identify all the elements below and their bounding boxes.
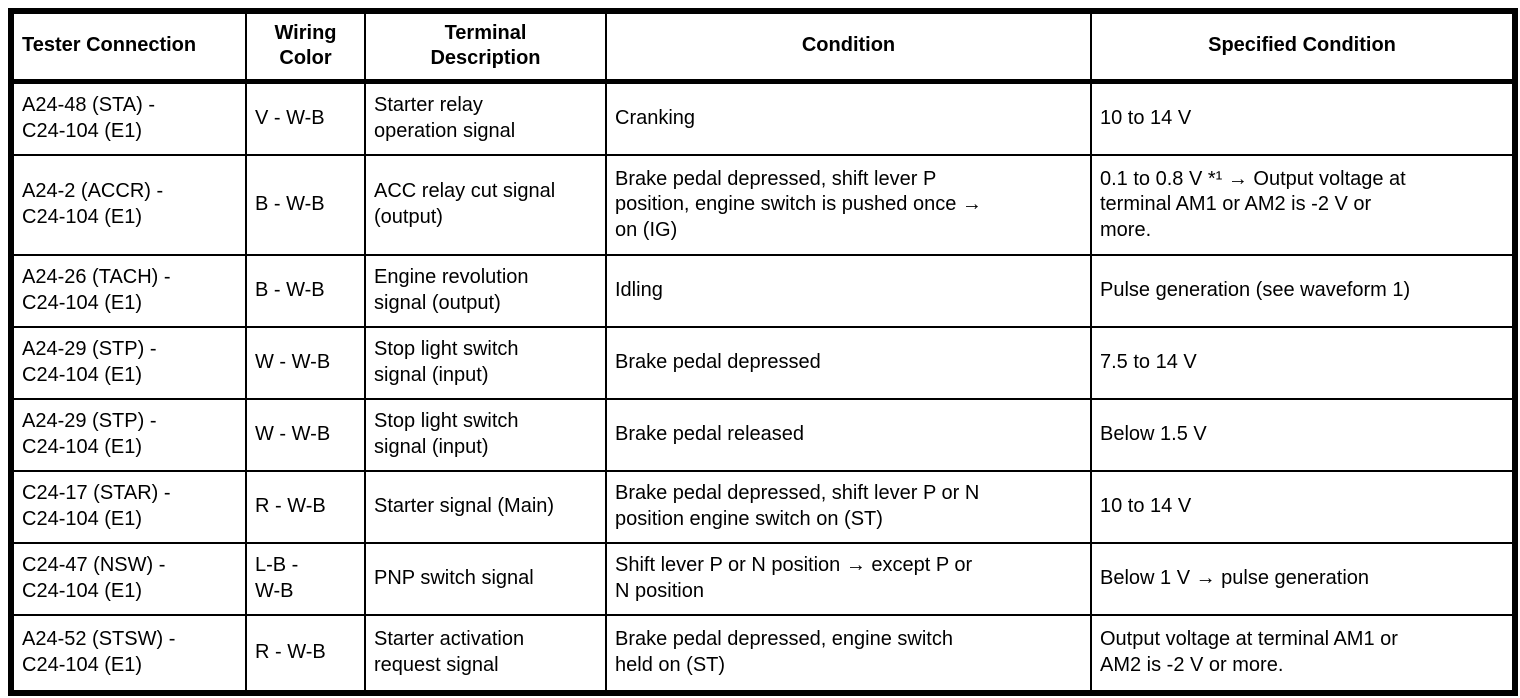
table-row: C24-17 (STAR) - C24-104 (E1) R - W-B Sta… bbox=[10, 470, 1516, 544]
cell-specified-condition: Below 1.5 V bbox=[1090, 398, 1516, 472]
cell-terminal-description: Starter relay operation signal bbox=[364, 80, 607, 156]
col-header-terminal-description: Terminal Description bbox=[364, 10, 607, 84]
table-row: C24-47 (NSW) - C24-104 (E1) L-B - W-B PN… bbox=[10, 542, 1516, 616]
cell-specified-condition: Below 1 V → pulse generation bbox=[1090, 542, 1516, 616]
col-header-tester-connection: Tester Connection bbox=[10, 10, 247, 84]
cell-terminal-description: PNP switch signal bbox=[364, 542, 607, 616]
cell-condition: Shift lever P or N position → except P o… bbox=[605, 542, 1092, 616]
cell-tester-connection: C24-17 (STAR) - C24-104 (E1) bbox=[10, 470, 247, 544]
cell-wiring-color: W - W-B bbox=[245, 326, 366, 400]
cell-terminal-description: Engine revolution signal (output) bbox=[364, 254, 607, 328]
cell-wiring-color: B - W-B bbox=[245, 154, 366, 256]
cell-tester-connection: A24-48 (STA) - C24-104 (E1) bbox=[10, 80, 247, 156]
table-row: A24-29 (STP) - C24-104 (E1) W - W-B Stop… bbox=[10, 326, 1516, 400]
col-header-specified-condition: Specified Condition bbox=[1090, 10, 1516, 84]
cell-tester-connection: A24-52 (STSW) - C24-104 (E1) bbox=[10, 614, 247, 694]
cell-condition: Brake pedal depressed, engine switch hel… bbox=[605, 614, 1092, 694]
cell-condition: Brake pedal depressed, shift lever P or … bbox=[605, 470, 1092, 544]
table-row: A24-2 (ACCR) - C24-104 (E1) B - W-B ACC … bbox=[10, 154, 1516, 256]
cell-terminal-description: Stop light switch signal (input) bbox=[364, 326, 607, 400]
cell-wiring-color: L-B - W-B bbox=[245, 542, 366, 616]
col-header-wiring-color: Wiring Color bbox=[245, 10, 366, 84]
cell-terminal-description: Stop light switch signal (input) bbox=[364, 398, 607, 472]
cell-condition: Cranking bbox=[605, 80, 1092, 156]
table-row: A24-52 (STSW) - C24-104 (E1) R - W-B Sta… bbox=[10, 614, 1516, 694]
cell-condition: Brake pedal released bbox=[605, 398, 1092, 472]
cell-tester-connection: A24-2 (ACCR) - C24-104 (E1) bbox=[10, 154, 247, 256]
cell-specified-condition: 0.1 to 0.8 V *¹ → Output voltage at term… bbox=[1090, 154, 1516, 256]
table-row: A24-29 (STP) - C24-104 (E1) W - W-B Stop… bbox=[10, 398, 1516, 472]
cell-wiring-color: R - W-B bbox=[245, 470, 366, 544]
cell-specified-condition: 10 to 14 V bbox=[1090, 470, 1516, 544]
cell-condition: Brake pedal depressed bbox=[605, 326, 1092, 400]
cell-wiring-color: B - W-B bbox=[245, 254, 366, 328]
table-row: A24-26 (TACH) - C24-104 (E1) B - W-B Eng… bbox=[10, 254, 1516, 328]
col-header-condition: Condition bbox=[605, 10, 1092, 84]
cell-terminal-description: ACC relay cut signal (output) bbox=[364, 154, 607, 256]
cell-specified-condition: Output voltage at terminal AM1 or AM2 is… bbox=[1090, 614, 1516, 694]
cell-condition: Idling bbox=[605, 254, 1092, 328]
cell-condition: Brake pedal depressed, shift lever P pos… bbox=[605, 154, 1092, 256]
cell-wiring-color: R - W-B bbox=[245, 614, 366, 694]
cell-terminal-description: Starter activation request signal bbox=[364, 614, 607, 694]
cell-wiring-color: V - W-B bbox=[245, 80, 366, 156]
cell-specified-condition: 10 to 14 V bbox=[1090, 80, 1516, 156]
header-row: Tester Connection Wiring Color Terminal … bbox=[10, 10, 1516, 84]
cell-tester-connection: C24-47 (NSW) - C24-104 (E1) bbox=[10, 542, 247, 616]
terminal-voltage-spec-table: Tester Connection Wiring Color Terminal … bbox=[8, 8, 1518, 696]
cell-wiring-color: W - W-B bbox=[245, 398, 366, 472]
table-row: A24-48 (STA) - C24-104 (E1) V - W-B Star… bbox=[10, 80, 1516, 156]
cell-tester-connection: A24-26 (TACH) - C24-104 (E1) bbox=[10, 254, 247, 328]
cell-specified-condition: Pulse generation (see waveform 1) bbox=[1090, 254, 1516, 328]
cell-terminal-description: Starter signal (Main) bbox=[364, 470, 607, 544]
cell-tester-connection: A24-29 (STP) - C24-104 (E1) bbox=[10, 326, 247, 400]
cell-tester-connection: A24-29 (STP) - C24-104 (E1) bbox=[10, 398, 247, 472]
cell-specified-condition: 7.5 to 14 V bbox=[1090, 326, 1516, 400]
